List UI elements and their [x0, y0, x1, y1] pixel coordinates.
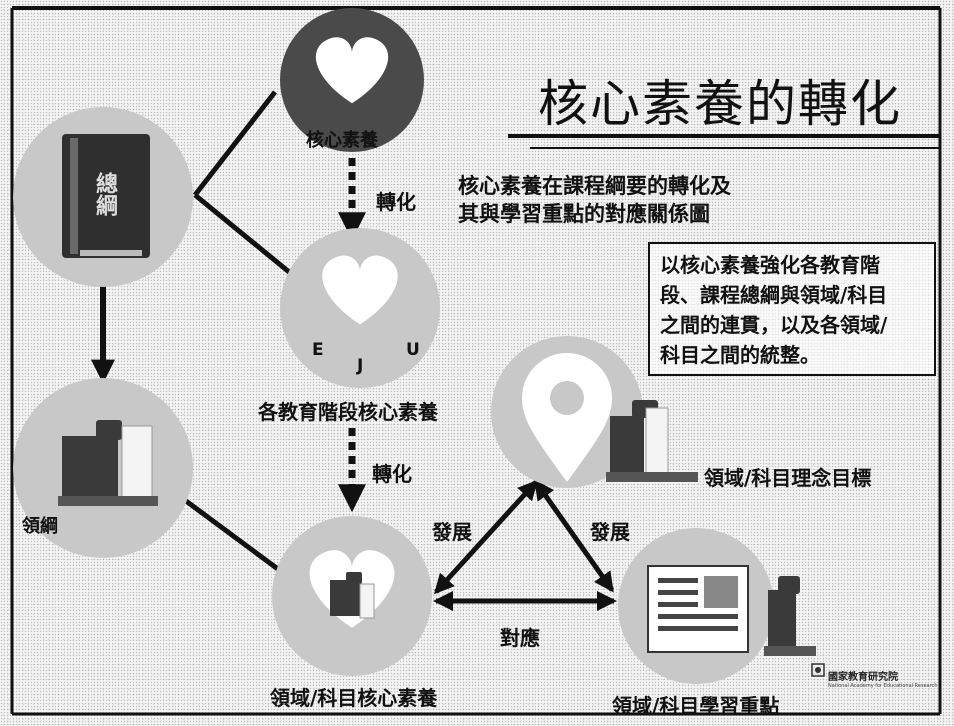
label-domain-goals: 領域/科目理念目標	[704, 466, 872, 490]
note-line-1: 以核心素養強化各教育階	[660, 253, 880, 277]
node-domain-core	[272, 516, 432, 676]
label-domain-core: 領域/科目核心素養	[270, 686, 438, 710]
label-transform-1: 轉化	[376, 190, 416, 214]
document-stack-icon	[610, 416, 644, 472]
note-box: 以核心素養強化各教育階 段、課程總綱與領域/科目 之間的連貫，以及各領域/ 科目…	[648, 242, 936, 376]
note-line-2: 段、課程總綱與領域/科目	[660, 283, 888, 307]
subtitle-line-2: 其與學習重點的對應關係圖	[458, 202, 710, 226]
institution-name: 國家教育研究院	[828, 672, 898, 683]
label-eju-u: U	[406, 340, 420, 360]
note-line-4: 科目之間的統整。	[660, 343, 820, 367]
institution-logo	[811, 663, 825, 677]
label-develop-right: 發展	[590, 520, 630, 544]
arrow-develop-left	[433, 479, 539, 595]
label-eju-e: E	[312, 340, 324, 360]
document-stack-icon	[768, 590, 796, 646]
institution-name-en: National Academy for Educational Researc…	[828, 683, 938, 689]
document-stack-icon	[330, 580, 360, 616]
label-core-competency: 核心素養	[306, 130, 378, 151]
label-domain-outline: 領綱	[22, 516, 58, 537]
node-domain-goals	[491, 336, 698, 488]
arrow-develop-right	[533, 479, 615, 593]
book-icon	[62, 134, 150, 258]
document-stack-icon	[62, 436, 118, 496]
note-line-3: 之間的連貫，以及各領域/	[660, 313, 888, 337]
page-title: 核心素養的轉化	[538, 75, 902, 133]
node-core-competency	[280, 8, 424, 152]
node-stage-core	[280, 228, 440, 388]
label-general-outline: 總綱	[92, 172, 117, 216]
subtitle-line-1: 核心素養在課程綱要的轉化及	[458, 174, 731, 198]
label-learning-focus: 領域/科目學習重點	[612, 694, 780, 718]
label-transform-2: 轉化	[372, 462, 412, 486]
line-domain-to-core	[180, 495, 292, 581]
line-outline-to-stage	[193, 193, 307, 287]
node-learning-focus	[618, 528, 816, 684]
node-domain-outline	[13, 378, 193, 558]
line-core-to-outline	[193, 90, 277, 197]
label-develop-left: 發展	[432, 520, 472, 544]
label-correspond: 對應	[500, 626, 540, 650]
location-pin-icon	[522, 353, 612, 482]
label-stage-core: 各教育階段核心素養	[258, 400, 438, 424]
node-general-outline	[13, 107, 193, 287]
label-eju-j: J	[357, 356, 364, 376]
